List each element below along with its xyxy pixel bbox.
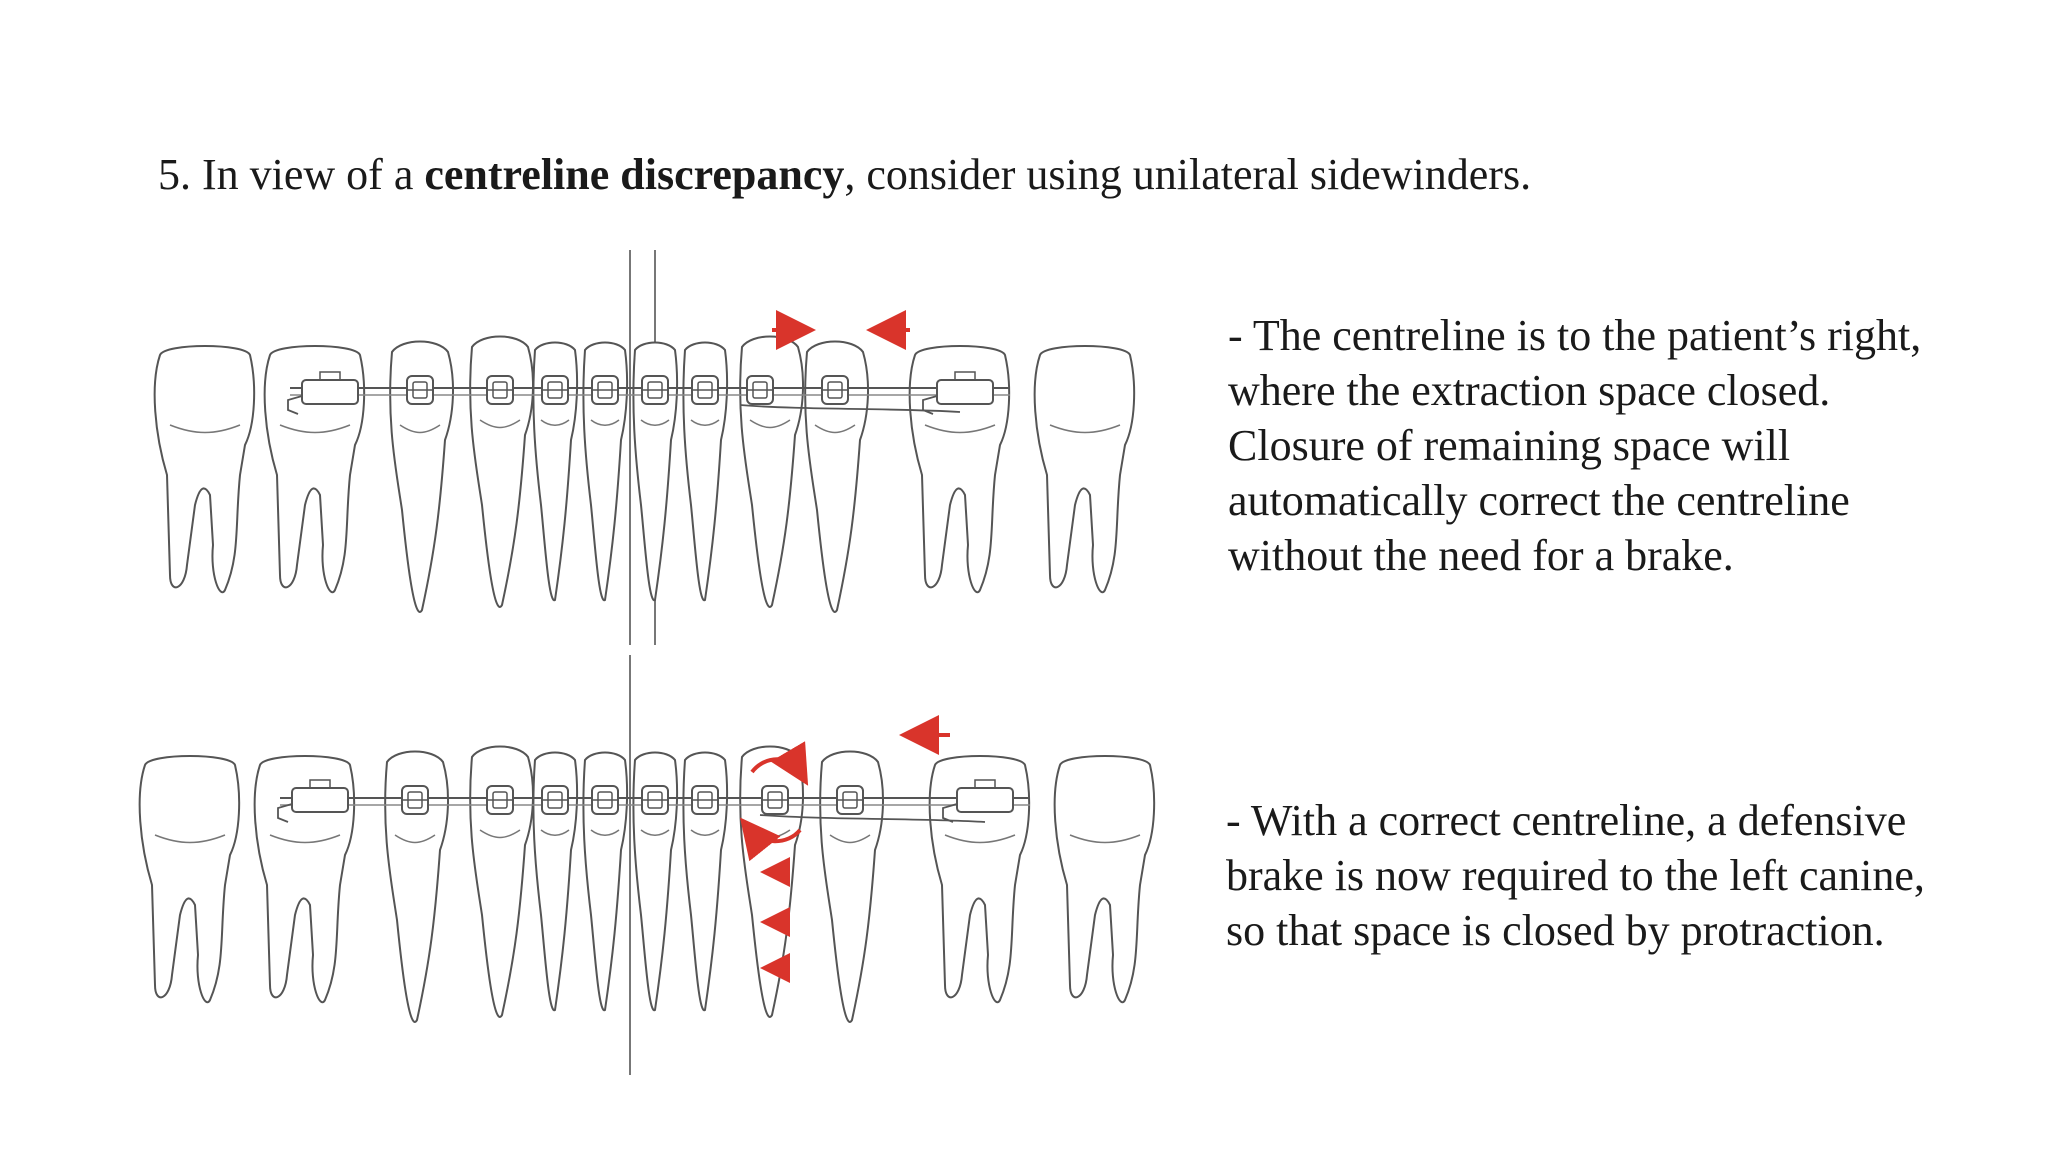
- top-bracket-7: [746, 375, 774, 405]
- top-explanation-line-5: without the need for a brake.: [1228, 531, 1734, 580]
- top-ligature: [739, 404, 961, 413]
- top-bracket-4: [591, 375, 619, 405]
- heading-suffix: , consider using unilateral sidewinders.: [844, 150, 1532, 199]
- top-explanation-line-3: Closure of remaining space will: [1228, 421, 1791, 470]
- top-arch-illustration: [153, 250, 1136, 645]
- bottom-bracket-5: [641, 785, 669, 815]
- top-molar-right-2: [1033, 345, 1136, 594]
- bottom-explanation-line-1: - With a correct centreline, a defensive: [1226, 796, 1907, 845]
- rotation-arrow-top: [750, 741, 809, 786]
- top-bracket-6: [691, 375, 719, 405]
- top-bracket-1: [406, 375, 434, 405]
- top-bracket-8: [821, 375, 849, 405]
- bottom-bracket-1: [401, 785, 429, 815]
- top-explanation: - The centreline is to the patient’s rig…: [1228, 308, 2048, 583]
- bottom-bracket-6: [691, 785, 719, 815]
- top-explanation-line-4: automatically correct the centreline: [1228, 476, 1850, 525]
- bottom-explanation: - With a correct centreline, a defensive…: [1226, 793, 2048, 958]
- bottom-molar-right-2: [1053, 755, 1156, 1004]
- bottom-ligature: [759, 814, 986, 823]
- bottom-bracket-canine: [761, 785, 789, 815]
- top-molar-left-2: [153, 345, 256, 594]
- top-bracket-2: [486, 375, 514, 405]
- bottom-explanation-line-2: brake is now required to the left canine…: [1226, 851, 1925, 900]
- top-bracket-5: [641, 375, 669, 405]
- bottom-explanation-line-3: so that space is closed by protraction.: [1226, 906, 1885, 955]
- bottom-bracket-2: [486, 785, 514, 815]
- bottom-bracket-3: [541, 785, 569, 815]
- slide-heading: 5. In view of a centreline discrepancy, …: [158, 145, 1531, 205]
- bottom-bracket-8: [836, 785, 864, 815]
- heading-prefix: 5. In view of a: [158, 150, 425, 199]
- bottom-molar-left-2: [138, 755, 241, 1004]
- top-explanation-line-2: where the extraction space closed.: [1228, 366, 1831, 415]
- rotation-arrow-bottom: [739, 817, 802, 862]
- bottom-arch-illustration: [138, 655, 1156, 1075]
- top-explanation-line-1: - The centreline is to the patient’s rig…: [1228, 311, 1922, 360]
- heading-bold: centreline discrepancy: [424, 150, 845, 199]
- top-bracket-3: [541, 375, 569, 405]
- bottom-bracket-4: [591, 785, 619, 815]
